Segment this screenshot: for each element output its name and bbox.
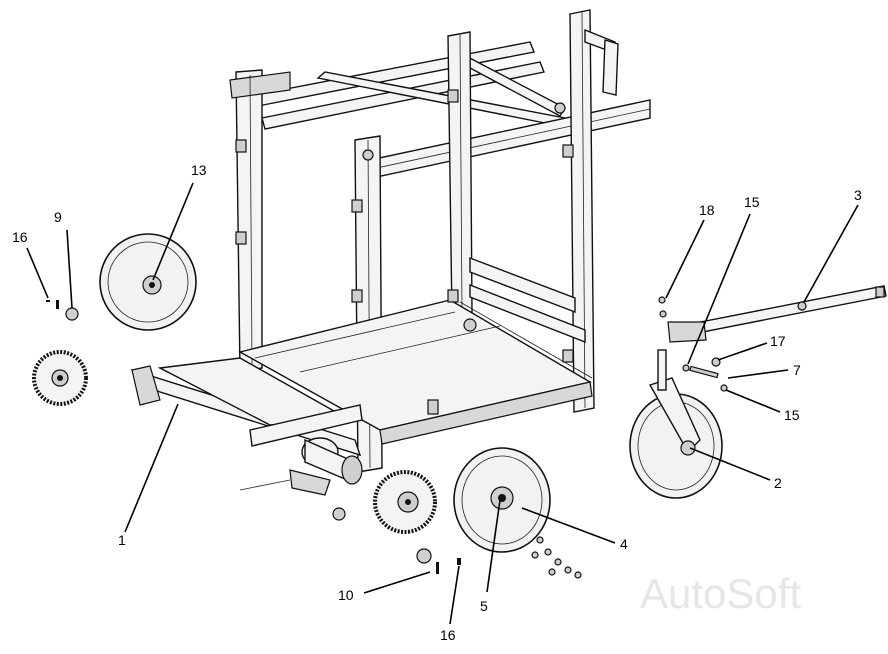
washer-10: [416, 548, 432, 564]
callout-18: 18: [699, 202, 715, 218]
pin-16-bottom: [457, 558, 461, 565]
cart-frame: [130, 9, 651, 496]
handle-3: [667, 285, 887, 343]
callout-16-bottom: 16: [440, 627, 456, 643]
callout-10: 10: [338, 587, 354, 603]
callout-labels: 1 2 3 4 5 7 9 10 13 15 15 16 16 17 18: [12, 162, 862, 643]
callout-4: 4: [620, 536, 628, 552]
callout-16-left: 16: [12, 229, 28, 245]
callout-13: 13: [191, 162, 207, 178]
bolt-7: [689, 365, 719, 379]
sprocket-center: [373, 470, 437, 534]
callout-1: 1: [118, 532, 126, 548]
watermark: AutoSoft: [640, 570, 801, 617]
sprocket-left: [32, 350, 88, 406]
callout-15-upper: 15: [744, 194, 760, 210]
callout-17: 17: [770, 333, 786, 349]
callout-5: 5: [480, 598, 488, 614]
washer-15-lower: [720, 384, 728, 392]
pin-10: [436, 562, 439, 574]
bolt-set: [531, 536, 582, 579]
washer-15-upper: [682, 364, 690, 372]
washer-9: [65, 307, 79, 321]
callout-7: 7: [793, 362, 801, 378]
wheel-4: [453, 447, 551, 553]
callout-9: 9: [54, 209, 62, 225]
pin-16-left: [56, 300, 59, 309]
washer-center: [332, 507, 346, 521]
callout-2: 2: [774, 475, 782, 491]
hardware-18: [658, 296, 667, 318]
caster-wheel-2: [629, 349, 723, 499]
callout-3: 3: [854, 187, 862, 203]
callout-15-lower: 15: [784, 407, 800, 423]
wheel-13: [99, 233, 197, 331]
leader-lines: [26, 182, 859, 625]
